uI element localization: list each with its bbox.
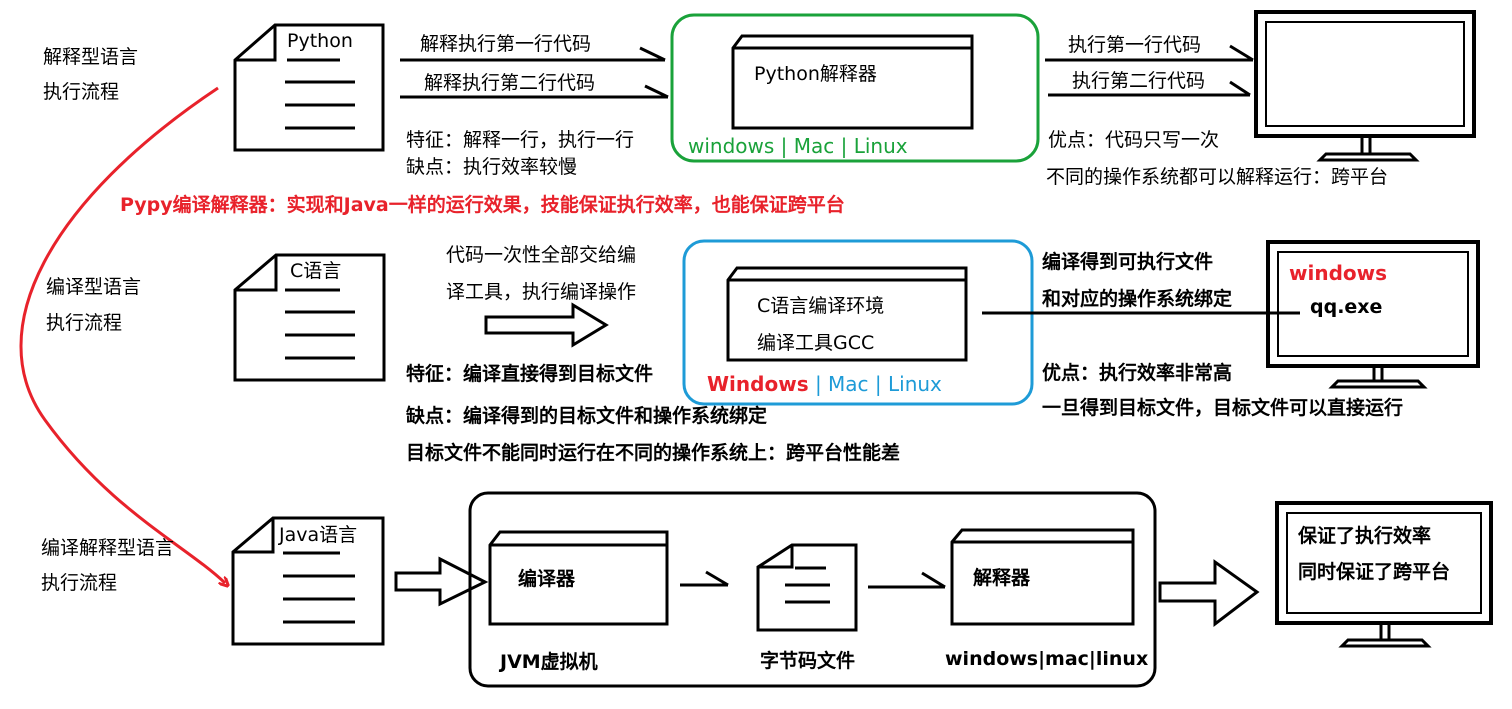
compiled-result-line2: 和对应的操作系统绑定 [1042,288,1233,310]
jvm-frame [468,491,1157,688]
row-label-interpreted-line1: 解释型语言 [43,46,139,68]
compiled-drawback2: 目标文件不能同时运行在不同的操作系统上：跨平台性能差 [406,442,901,464]
monitor-icon [1254,10,1476,162]
interpreter-frame [670,13,1040,163]
c-document-icon [233,253,386,382]
jvm-compiler-label: 编译器 [518,568,576,590]
compiled-advantage2: 一旦得到目标文件，目标文件可以直接运行 [1042,397,1404,419]
hybrid-result-line1: 保证了执行效率 [1298,525,1432,547]
row-label-interpreted-line2: 执行流程 [43,81,120,103]
arrow-icon [400,46,669,99]
compiled-drawback: 缺点：编译得到的目标文件和操作系统绑定 [406,405,768,427]
arrow-icon [484,302,609,348]
exec1-label: 执行第一行代码 [1068,34,1202,56]
hybrid-result-line2: 同时保证了跨平台 [1298,561,1451,583]
python-interpreter-box-icon [731,34,974,130]
hand-off-line2: 译工具，执行编译操作 [446,281,637,303]
java-document-icon [231,516,385,646]
python-file-label: Python [287,30,353,52]
arrow1-label: 解释执行第一行代码 [420,33,592,55]
curved-arrow-icon [19,86,225,583]
arrow-icon [868,571,946,589]
row-label-compiled-line2: 执行流程 [46,312,123,334]
row-label-hybrid-line1: 编译解释型语言 [41,537,175,559]
interpreted-drawback: 缺点：执行效率较慢 [406,156,578,178]
monitor-file-label: qq.exe [1310,296,1383,318]
bytecode-label: 字节码文件 [760,650,856,672]
compiled-result-line1: 编译得到可执行文件 [1042,251,1214,273]
interpreter-platforms: windows | Mac | Linux [688,134,908,158]
compiler-env-label: C语言编译环境 [757,295,885,317]
monitor-icon [1275,501,1493,648]
compiled-feature: 特征：编译直接得到目标文件 [406,363,654,385]
compiler-frame [682,239,1034,406]
interpreted-advantage: 优点：代码只写一次 [1048,129,1220,151]
compiler-platform-rest: | Mac | Linux [808,372,942,396]
arrow-icon [1045,44,1254,97]
python-interpreter-label: Python解释器 [754,63,877,85]
bytecode-document-icon [756,543,858,632]
compiler-box-icon [726,266,968,362]
monitor-os-label: windows [1289,261,1388,285]
compiler-platforms: Windows | Mac | Linux [707,373,942,395]
arrow-icon [1158,559,1260,628]
interpreted-feature: 特征：解释一行，执行一行 [406,129,635,151]
java-file-label: Java语言 [279,524,358,546]
compiler-box-icon [488,530,669,626]
row-label-compiled-line1: 编译型语言 [46,276,142,298]
pypy-note: Pypy编译解释器：实现和Java一样的运行效果，技能保证执行效率，也能保证跨平… [120,194,845,216]
arrow-icon [680,570,729,587]
hand-off-line1: 代码一次性全部交给编 [446,244,637,266]
arrow2-label: 解释执行第二行代码 [424,72,596,94]
monitor-icon [1266,240,1480,389]
compiled-advantage: 优点：执行效率非常高 [1042,362,1233,384]
arrow-icon [394,556,489,607]
row-label-hybrid-line2: 执行流程 [41,572,118,594]
interpreted-advantage2: 不同的操作系统都可以解释运行：跨平台 [1046,166,1389,188]
python-document-icon [233,23,385,152]
jvm-label: JVM虚拟机 [500,651,598,673]
compiler-platform-windows: Windows [707,372,809,396]
jvm-platforms: windows|mac|linux [945,648,1149,670]
c-file-label: C语言 [290,260,342,282]
exec2-label: 执行第二行代码 [1072,70,1206,92]
compiler-tool-label: 编译工具GCC [757,332,875,354]
jvm-interpreter-label: 解释器 [973,567,1031,589]
interpreter-box-icon [950,528,1135,626]
